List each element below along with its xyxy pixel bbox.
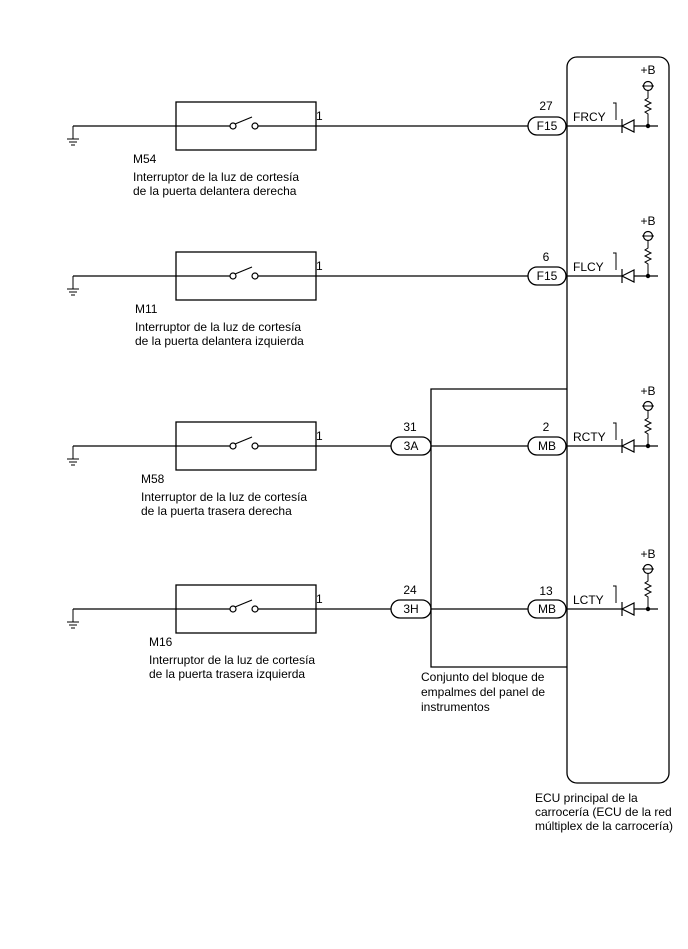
- switch-code: M11: [135, 302, 158, 316]
- switch-name-line: de la puerta trasera derecha: [141, 504, 292, 518]
- ecu-connector-oval: [527, 266, 567, 286]
- supply-label: +B: [640, 384, 655, 398]
- ecu-pin-label: 2: [543, 420, 550, 434]
- circuit-flcy: 1 F15 6 FLCY +B M11 Interruptor de la lu…: [67, 214, 658, 348]
- switch-pin-label: 1: [316, 429, 323, 443]
- switch-code: M54: [133, 152, 157, 166]
- junction-pin-label: 24: [403, 583, 417, 597]
- junction-connector-oval: [390, 436, 432, 456]
- ground-icon: [67, 276, 79, 296]
- junction-name-line: Conjunto del bloque de: [421, 670, 545, 684]
- switch-m58: [175, 421, 317, 471]
- signal-label: FLCY: [573, 260, 604, 274]
- ecu-connector-oval: [527, 116, 567, 136]
- ecu-pin-label: 13: [539, 584, 553, 598]
- junction-connector-oval: [390, 599, 432, 619]
- ground-icon: [67, 126, 79, 146]
- ecu-input-circuit-icon: [613, 563, 658, 616]
- ecu-connector-oval: [527, 436, 567, 456]
- ground-icon: [67, 446, 79, 466]
- switch-m16: [175, 584, 317, 634]
- ecu-input-circuit-icon: [613, 80, 658, 133]
- circuit-lcty: 1 3H 24 MB 13 LCTY +B M16 Interruptor de…: [67, 547, 658, 681]
- ecu-connector-oval: [527, 599, 567, 619]
- switch-pin-label: 1: [316, 109, 323, 123]
- switch-pin-label: 1: [316, 259, 323, 273]
- ecu-pin-label: 27: [539, 99, 553, 113]
- ecu-input-circuit-icon: [613, 400, 658, 453]
- junction-connector-label: 3A: [404, 439, 419, 453]
- junction-pin-label: 31: [403, 420, 417, 434]
- ecu-connector-label: F15: [537, 269, 558, 283]
- switch-code: M16: [149, 635, 173, 649]
- ecu-name-line: múltiplex de la carrocería): [535, 819, 673, 833]
- junction-block-label: Conjunto del bloque de empalmes del pane…: [421, 670, 545, 714]
- switch-code: M58: [141, 472, 165, 486]
- switch-name-line: Interruptor de la luz de cortesía: [141, 490, 307, 504]
- switch-name-line: Interruptor de la luz de cortesía: [133, 170, 299, 184]
- switch-m11: [175, 251, 317, 301]
- ecu-input-circuit-icon: [613, 230, 658, 283]
- switch-pin-label: 1: [316, 592, 323, 606]
- ecu-connector-label: MB: [538, 439, 556, 453]
- ecu-pin-label: 6: [543, 250, 550, 264]
- switch-name-line: Interruptor de la luz de cortesía: [149, 653, 315, 667]
- junction-connector-label: 3H: [403, 602, 418, 616]
- supply-label: +B: [640, 214, 655, 228]
- junction-name-line: instrumentos: [421, 700, 490, 714]
- signal-label: RCTY: [573, 430, 606, 444]
- ground-icon: [67, 609, 79, 629]
- supply-label: +B: [640, 63, 655, 77]
- junction-block-outline: [430, 388, 567, 668]
- circuit-rcty: 1 3A 31 MB 2 RCTY +B M58 Interruptor de …: [67, 384, 658, 518]
- circuit-frcy: 1 F15 27 FRCY +B M54 Interruptor de la l…: [67, 63, 658, 198]
- ecu-label: ECU principal de la carrocería (ECU de l…: [535, 791, 673, 833]
- supply-label: +B: [640, 547, 655, 561]
- signal-label: LCTY: [573, 593, 604, 607]
- ecu-connector-label: F15: [537, 119, 558, 133]
- switch-name-line: de la puerta delantera izquierda: [135, 334, 304, 348]
- ecu-box: [566, 56, 670, 784]
- ecu-connector-label: MB: [538, 602, 556, 616]
- ecu-name-line: ECU principal de la: [535, 791, 638, 805]
- switch-name-line: de la puerta delantera derecha: [133, 184, 297, 198]
- switch-m54: [175, 101, 317, 151]
- signal-label: FRCY: [573, 110, 606, 124]
- switch-name-line: de la puerta trasera izquierda: [149, 667, 305, 681]
- switch-name-line: Interruptor de la luz de cortesía: [135, 320, 301, 334]
- ecu-name-line: carrocería (ECU de la red: [535, 805, 672, 819]
- junction-name-line: empalmes del panel de: [421, 685, 545, 699]
